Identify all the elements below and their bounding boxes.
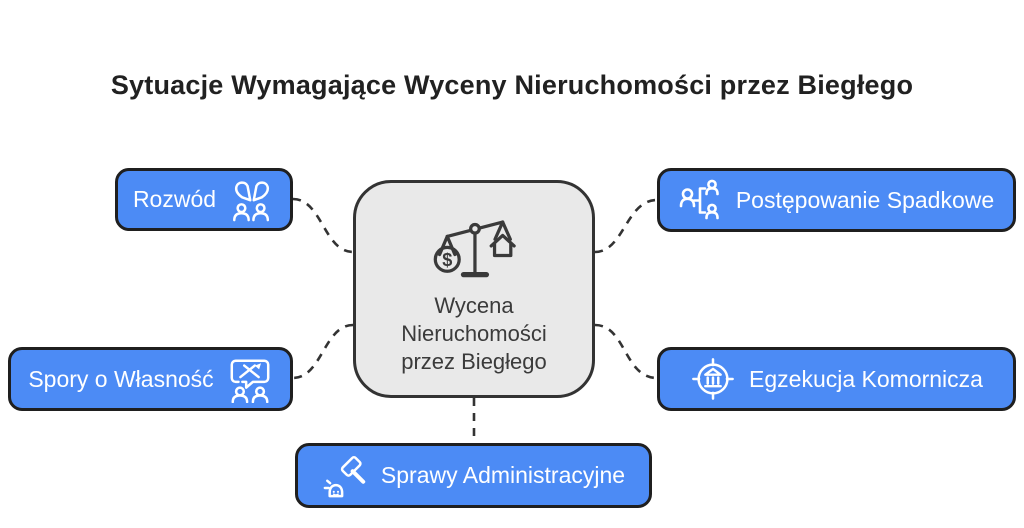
node-rozwod: Rozwód [115, 168, 293, 231]
family-tree-icon [679, 179, 719, 220]
svg-text:$: $ [442, 250, 452, 270]
center-node-wycena: $ Wycena Nieruchomości przez Biegłego [353, 180, 595, 398]
gavel-bell-icon [323, 455, 366, 497]
node-egzekucja-label: Egzekucja Komornicza [749, 365, 983, 392]
node-admin-label: Sprawy Administracyjne [380, 462, 626, 488]
diagram-title: Sytuacje Wymagające Wyceny Nieruchomości… [110, 70, 914, 100]
scale-money-house-icon: $ [433, 220, 516, 278]
node-rozwod-label: Rozwód [132, 186, 217, 212]
connector-center-egzekucja [594, 323, 658, 380]
bank-crosshair-icon [692, 358, 734, 400]
node-spory-label: Spory o Własność [28, 365, 214, 392]
node-spadkowe: Postępowanie Spadkowe [657, 168, 1016, 232]
broken-heart-couple-icon [233, 180, 270, 221]
node-egzekucja: Egzekucja Komornicza [657, 347, 1016, 411]
node-spory: Spory o Własność [8, 347, 293, 411]
center-node-label: Wycena Nieruchomości przez Biegłego [401, 293, 547, 374]
connector-rozwod-center [292, 197, 354, 254]
node-spadkowe-label: Postępowanie Spadkowe [735, 186, 995, 213]
node-admin: Sprawy Administracyjne [295, 443, 652, 508]
dispute-speech-bubble-icon [230, 359, 270, 403]
connector-center-spory [292, 323, 354, 380]
connector-center-spadkowe [594, 198, 658, 254]
